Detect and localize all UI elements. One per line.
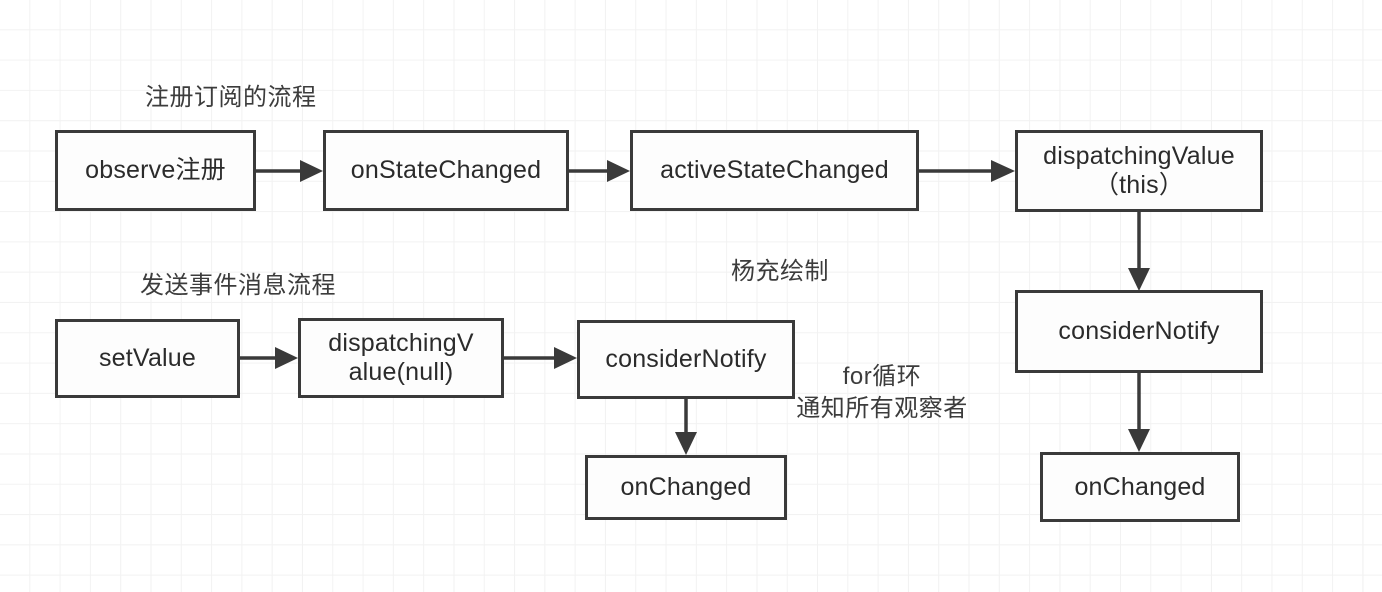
edge-consider-notify-mid-to-on-changed-mid bbox=[675, 399, 697, 455]
node-observe[interactable]: observe注册 bbox=[55, 130, 256, 211]
edge-dispatching-this-to-consider-notify-right bbox=[1128, 212, 1150, 291]
edge-consider-notify-right-to-on-changed-right bbox=[1128, 373, 1150, 452]
node-on-state-changed[interactable]: onStateChanged bbox=[323, 130, 569, 211]
node-active-state-changed-label: activeStateChanged bbox=[660, 156, 889, 185]
node-on-changed-right[interactable]: onChanged bbox=[1040, 452, 1240, 522]
node-consider-notify-mid[interactable]: considerNotify bbox=[577, 320, 795, 399]
node-on-changed-mid-label: onChanged bbox=[620, 473, 752, 502]
note-author: 杨充绘制 bbox=[731, 258, 829, 285]
node-on-state-changed-label: onStateChanged bbox=[350, 156, 542, 185]
node-set-value-label: setValue bbox=[98, 344, 197, 373]
node-dispatching-value-this-label: dispatchingValue （this） bbox=[1043, 142, 1235, 199]
node-consider-notify-mid-label: considerNotify bbox=[605, 345, 767, 374]
node-on-changed-mid[interactable]: onChanged bbox=[585, 455, 787, 520]
node-dispatching-value-null[interactable]: dispatchingV alue(null) bbox=[298, 318, 504, 398]
node-dispatching-value-null-label: dispatchingV alue(null) bbox=[328, 329, 474, 386]
node-consider-notify-right[interactable]: considerNotify bbox=[1015, 290, 1263, 373]
note-register-flow: 注册订阅的流程 bbox=[145, 84, 317, 111]
edge-observe-to-on-state-changed bbox=[256, 160, 323, 182]
note-for-loop: for循环 通知所有观察者 bbox=[796, 363, 968, 422]
node-dispatching-value-this[interactable]: dispatchingValue （this） bbox=[1015, 130, 1263, 212]
edge-set-value-to-dispatching-null bbox=[240, 347, 298, 369]
node-observe-label: observe注册 bbox=[85, 156, 226, 185]
node-on-changed-right-label: onChanged bbox=[1074, 472, 1206, 501]
edge-active-state-changed-to-dispatching-this bbox=[919, 160, 1015, 182]
edge-on-state-changed-to-active-state-changed bbox=[569, 160, 630, 182]
node-consider-notify-right-label: considerNotify bbox=[1058, 317, 1220, 346]
note-send-event-flow: 发送事件消息流程 bbox=[140, 272, 336, 299]
node-active-state-changed[interactable]: activeStateChanged bbox=[630, 130, 919, 211]
edge-dispatching-null-to-consider-notify-mid bbox=[504, 347, 577, 369]
node-set-value[interactable]: setValue bbox=[55, 319, 240, 398]
